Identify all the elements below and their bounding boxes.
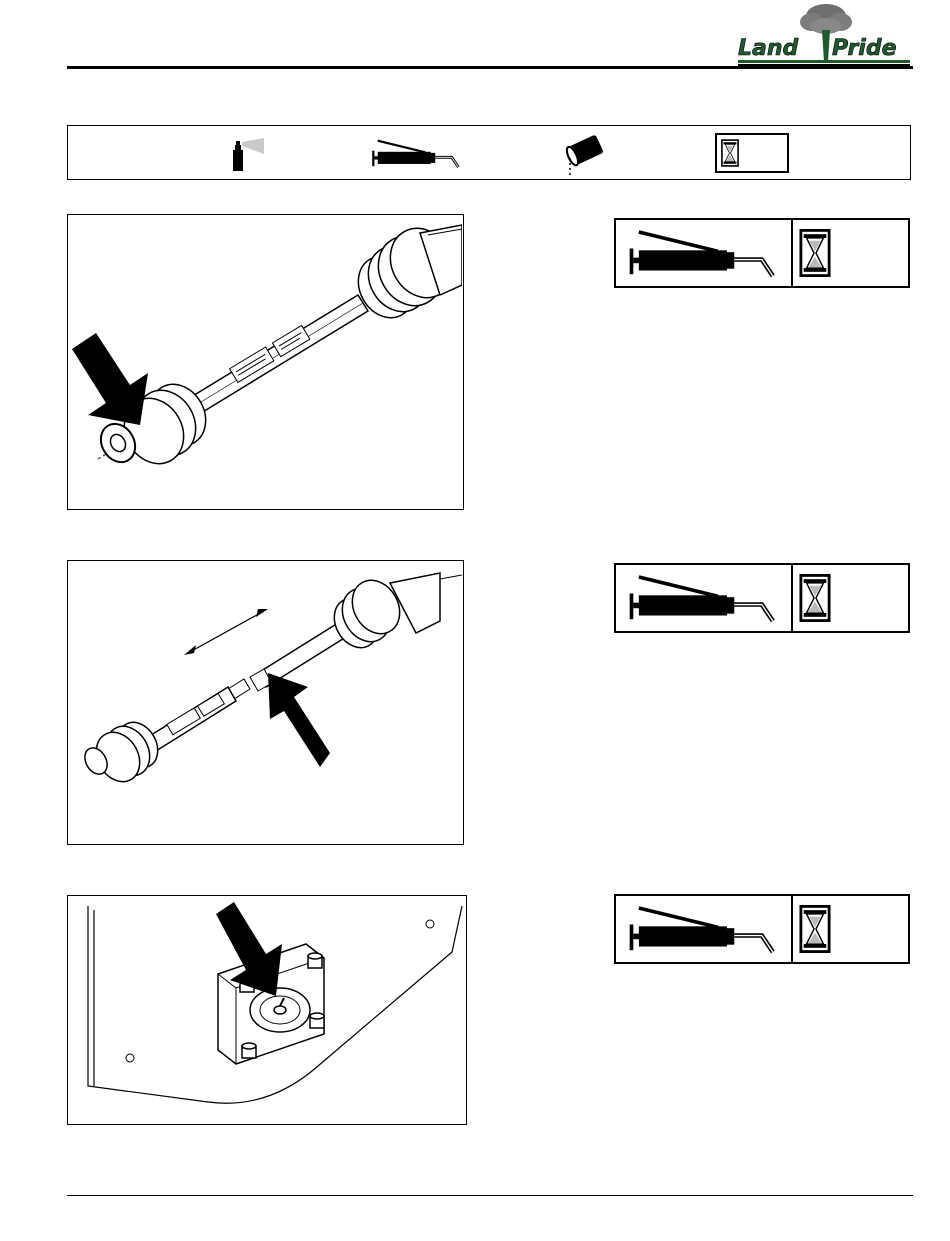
hourglass-interval-icon [715,133,789,173]
driveline-cross-journal-illustration [68,215,462,508]
hourglass-interval-icon [793,220,908,286]
footer-rule [67,1195,913,1196]
lube-icon-box-2 [614,563,910,633]
driveline-telescoping-tubes-illustration [68,561,462,843]
gearbox-grease-fitting-illustration [68,896,465,1123]
grease-gun-icon [616,565,793,631]
lube-icon-box-3 [614,894,910,964]
grease-gun-icon [616,220,793,286]
brand-logo: Land Pride [732,2,916,70]
spray-lubricant-icon [230,138,266,172]
grease-gun-icon [370,136,464,172]
grease-gun-icon [616,896,793,962]
figure-gearbox-grease-fitting [67,895,467,1125]
svg-text:Land: Land [738,36,799,61]
header-rule [67,66,913,69]
oil-can-icon [562,132,610,176]
tree-logo-icon: Land Pride [732,2,916,70]
svg-text:Pride: Pride [832,36,897,61]
hourglass-interval-icon [793,896,908,962]
figure-driveline-cross-journal [67,214,464,510]
lube-icon-box-1 [614,218,910,288]
hourglass-interval-icon [793,565,908,631]
lubrication-legend [67,125,911,180]
figure-driveline-telescoping-tubes [67,560,464,845]
